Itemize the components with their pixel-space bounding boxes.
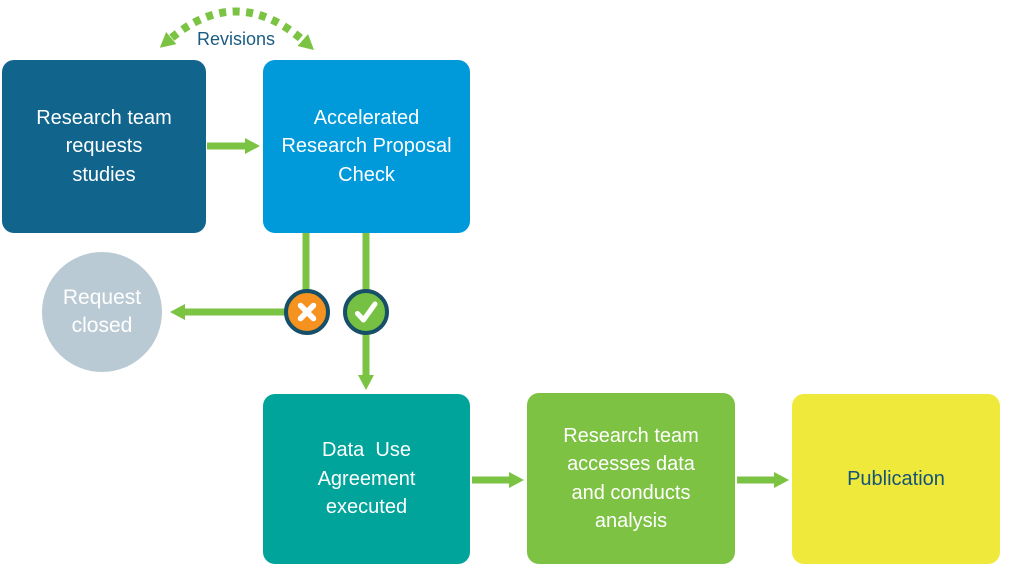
node-label: Research team accesses data and conducts…	[563, 424, 699, 532]
node-label: Research team requests studies	[36, 106, 172, 186]
node-publication: Publication	[792, 394, 1000, 564]
reject-x-icon	[284, 289, 330, 335]
revisions-label: Revisions	[196, 29, 276, 49]
node-request-closed: Request closed	[42, 252, 162, 372]
revisions-arc	[159, 7, 315, 50]
node-accelerated-proposal-check: Accelerated Research Proposal Check	[263, 60, 470, 233]
node-research-access-analysis: Research team accesses data and conducts…	[527, 393, 735, 564]
node-label: Request closed	[62, 285, 142, 337]
node-label: Accelerated Research Proposal Check	[281, 106, 452, 186]
node-label: Publication	[847, 467, 945, 490]
node-data-use-agreement: Data Use Agreement executed	[263, 394, 470, 564]
approve-check-icon	[343, 289, 389, 335]
node-research-team-requests: Research team requests studies	[2, 60, 206, 233]
node-label: Data Use Agreement executed	[317, 439, 416, 519]
